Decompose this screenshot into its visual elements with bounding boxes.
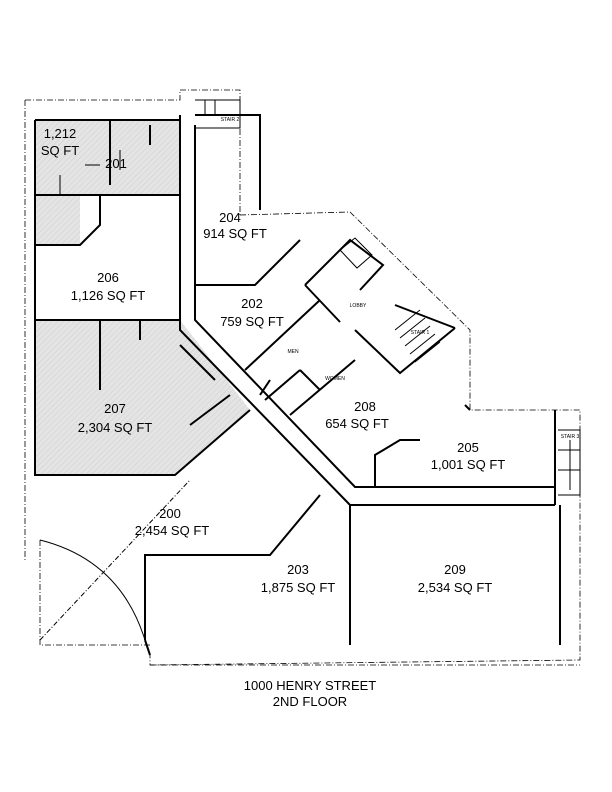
- core-walls: [244, 238, 456, 416]
- suite-201a-number: 1,212: [44, 126, 77, 141]
- elevator: [339, 237, 373, 269]
- lobby-label: LOBBY: [350, 303, 367, 309]
- corridor-walls: [179, 115, 556, 506]
- interior-partitions: [59, 150, 121, 195]
- plan-title-floor: 2ND FLOOR: [273, 694, 347, 709]
- suite-204-number: 204: [219, 210, 241, 225]
- suite-200-curved-wall: [39, 539, 146, 641]
- property-outline: [24, 89, 581, 666]
- suite-209-number: 209: [444, 562, 466, 577]
- plan-title-address: 1000 HENRY STREET: [244, 678, 377, 693]
- suite-207-number: 207: [104, 401, 126, 416]
- suite-202-area: 759 SQ FT: [220, 314, 284, 329]
- suite-207-area: [35, 320, 250, 475]
- bottom-outline: [39, 540, 580, 666]
- suite-200-area: 2,454 SQ FT: [135, 523, 209, 538]
- suite-203-number: 203: [287, 562, 309, 577]
- stair-2: [195, 99, 241, 129]
- suite-201-area: [35, 120, 180, 195]
- stair-2-label: STAIR 2: [221, 117, 240, 123]
- suite-208-area: 654 SQ FT: [325, 416, 389, 431]
- suite-207-area: 2,304 SQ FT: [78, 420, 152, 435]
- stair-1-treads: [394, 309, 441, 363]
- suite-200-number: 200: [159, 506, 181, 521]
- suite-200-diagonal: [39, 479, 191, 641]
- suite-204-area: 914 SQ FT: [203, 226, 267, 241]
- men-restroom-label: MEN: [287, 349, 299, 355]
- suite-201-number: 201: [105, 156, 127, 171]
- suite-202-number: 202: [241, 296, 263, 311]
- suite-204-walls: [195, 114, 301, 286]
- suite-206-area: [35, 195, 80, 245]
- left-block-walls: [34, 119, 251, 476]
- women-restroom-label: WOMEN: [325, 376, 345, 382]
- suite-205-walls: [374, 404, 471, 487]
- suite-203-area: 1,875 SQ FT: [261, 580, 335, 595]
- suite-205-number: 205: [457, 440, 479, 455]
- suite-209-area: 2,534 SQ FT: [418, 580, 492, 595]
- suite-208-number: 208: [354, 399, 376, 414]
- stair-3-label: STAIR 3: [561, 434, 580, 440]
- suite-205-area: 1,001 SQ FT: [431, 457, 505, 472]
- suite-201a-area: SQ FT: [41, 143, 79, 158]
- stair-3: [558, 429, 581, 496]
- stair-1-label: STAIR 1: [411, 330, 430, 336]
- suites-bottom-walls: [144, 494, 561, 656]
- suite-206-number: 206: [97, 270, 119, 285]
- suite-206-area: 1,126 SQ FT: [71, 288, 145, 303]
